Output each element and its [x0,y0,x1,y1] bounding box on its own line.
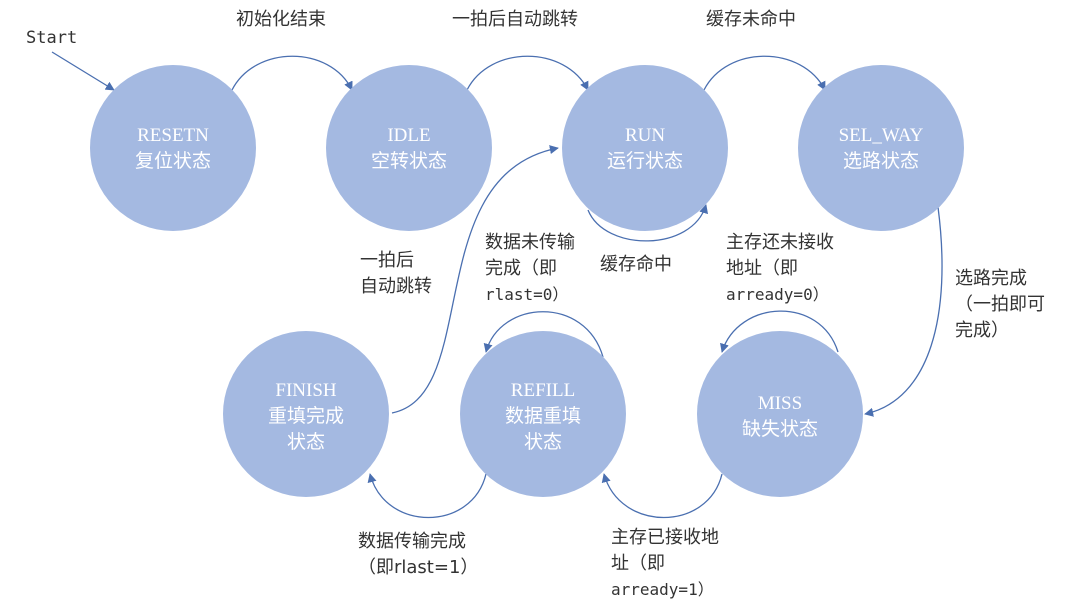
edge-run-to-sel-way [703,55,826,91]
state-description: 状态 [287,431,325,453]
edge-idle-to-run [466,55,589,91]
state-name: REFILL [511,380,575,401]
transition-labels: Start 初始化结束 一拍后自动跳转 缓存未命中 缓存命中 一拍后 自动跳转 … [26,9,1045,599]
state-description: 运行状态 [607,150,683,172]
label-refill-to-finish: 数据传输完成 [358,531,466,552]
state-description: 状态 [524,431,562,453]
state-resetn[interactable]: RESETN 复位状态 [90,65,256,231]
state-description: 空转状态 [371,150,447,172]
start-label: Start [26,28,77,48]
label-refill-self: 数据未传输 [485,232,575,253]
state-finish[interactable]: FINISH 重填完成 状态 [223,331,389,497]
state-description: 数据重填 [505,405,581,427]
state-name: RUN [625,125,665,146]
label-sel-way-to-miss: 完成） [955,320,1009,341]
state-idle[interactable]: IDLE 空转状态 [326,65,492,231]
label-refill-self: rlast=0） [485,285,568,304]
edge-miss-to-refill [601,473,723,518]
edge-refill-to-finish [367,473,487,518]
state-name: SEL_WAY [839,125,924,146]
label-sel-way-to-miss: （一拍即可 [955,294,1045,315]
start-arrow [51,51,115,91]
label-run-self: 缓存命中 [600,254,672,275]
label-finish-to-run: 自动跳转 [360,276,432,297]
state-description: 复位状态 [135,150,211,172]
label-miss-to-refill: arready=1） [611,580,714,599]
label-idle-to-run: 一拍后自动跳转 [452,9,578,30]
state-refill[interactable]: REFILL 数据重填 状态 [460,331,626,497]
edge-resetn-to-idle [231,55,353,91]
state-description: 缺失状态 [742,418,818,440]
transition-edges [51,51,943,518]
state-name: FINISH [275,380,337,401]
edge-refill-self [483,311,604,358]
label-miss-to-refill: 主存已接收地 [611,527,719,548]
label-miss-to-refill: 址（即 [611,553,665,574]
edge-finish-to-run [391,145,559,414]
edge-sel-way-to-miss [864,206,943,417]
state-name: MISS [758,393,802,414]
label-run-to-sel-way: 缓存未命中 [706,9,796,30]
state-description: 选路状态 [843,150,919,172]
label-finish-to-run: 一拍后 [360,250,414,271]
state-name: RESETN [137,125,209,146]
state-sel-way[interactable]: SEL_WAY 选路状态 [798,65,964,231]
label-refill-self: 完成（即 [485,258,557,279]
edge-run-self [587,204,709,242]
state-description: 重填完成 [268,405,344,427]
label-resetn-to-idle: 初始化结束 [236,9,326,30]
state-name: IDLE [387,125,430,146]
state-run[interactable]: RUN 运行状态 [562,65,728,231]
label-miss-self: arready=0） [726,285,829,304]
label-sel-way-to-miss: 选路完成 [955,268,1027,289]
edge-miss-self [720,310,839,353]
state-miss[interactable]: MISS 缺失状态 [697,331,863,497]
label-miss-self: 地址（即 [726,258,798,279]
label-refill-to-finish: （即rlast=1） [358,557,478,578]
label-miss-self: 主存还未接收 [726,232,834,253]
